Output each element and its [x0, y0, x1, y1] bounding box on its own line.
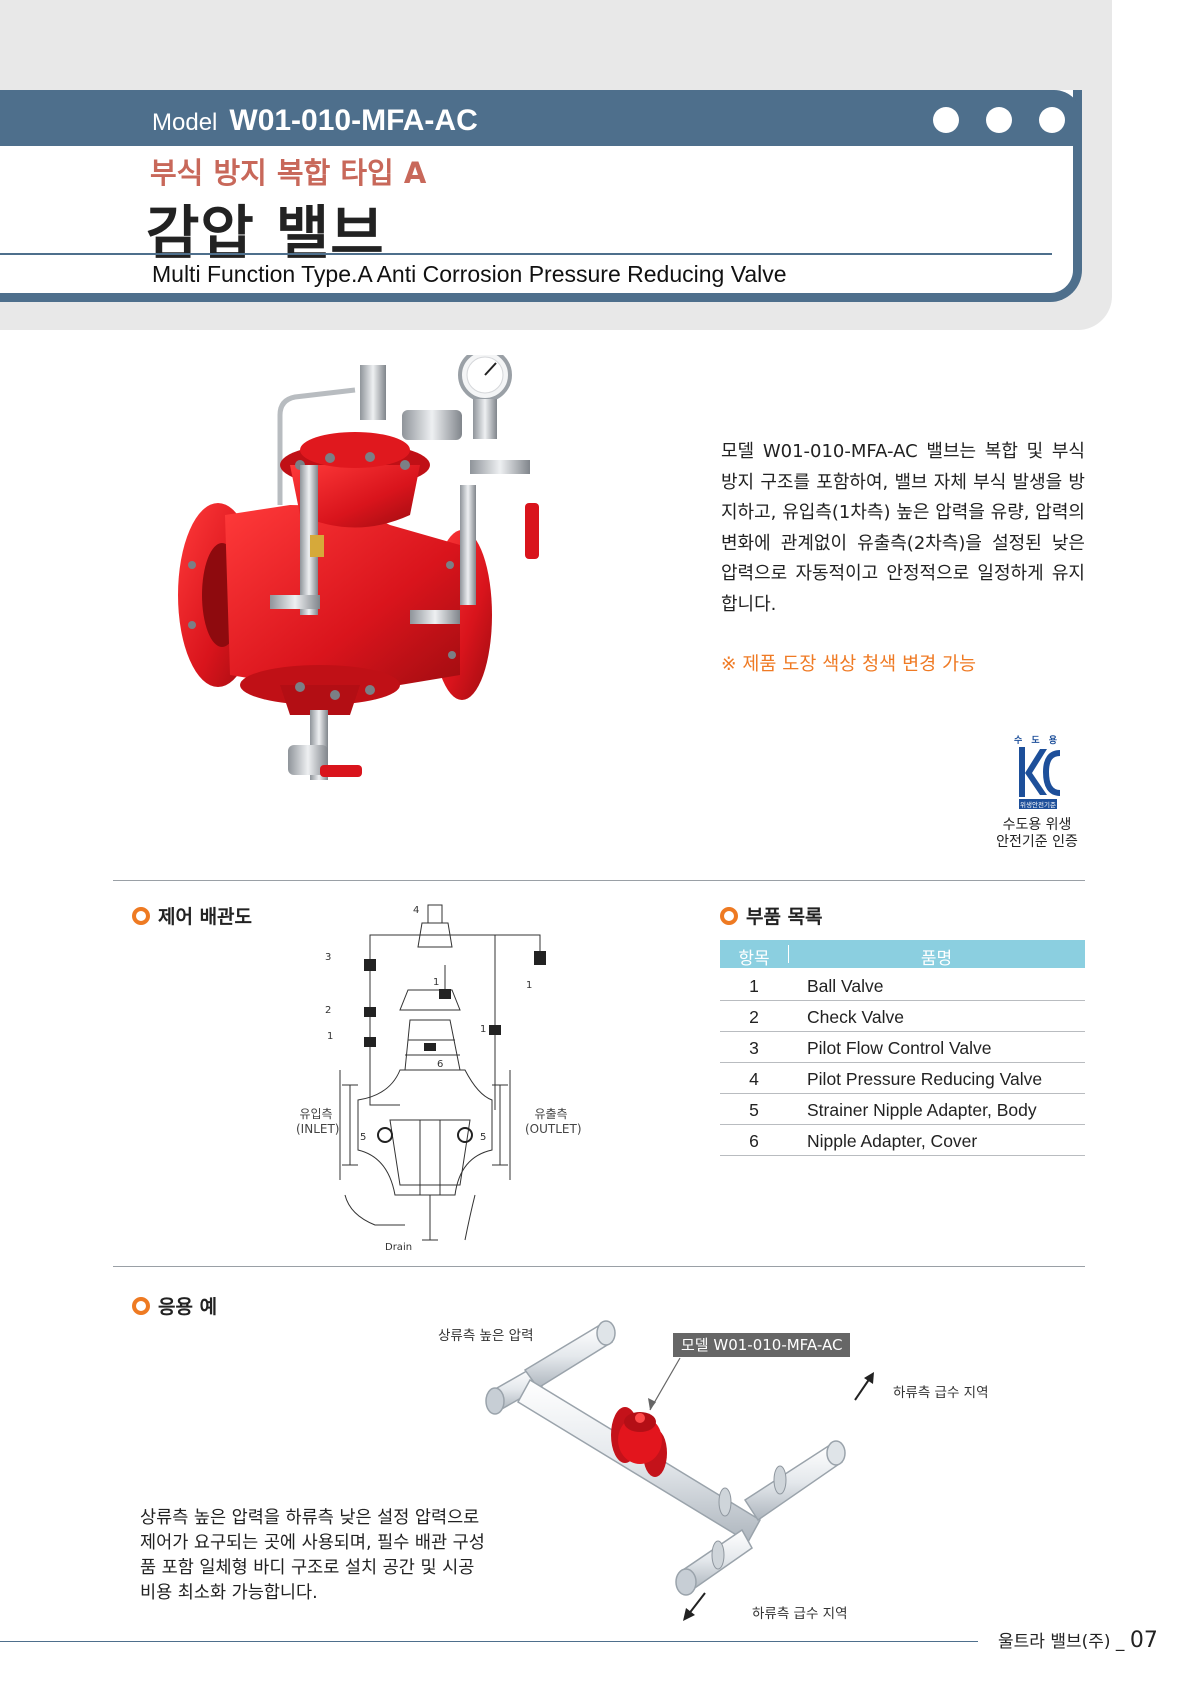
model-label: Model [152, 109, 218, 136]
product-description: 모델 W01-010-MFA-AC 밸브는 복합 및 부식 방지 구조를 포함하… [721, 441, 1085, 615]
table-row: 4 Pilot Pressure Reducing Valve [720, 1062, 1085, 1094]
model-line: Model W01-010-MFA-AC [152, 104, 478, 138]
header-dot-3 [1039, 107, 1065, 133]
header-band [0, 90, 1082, 146]
downstream-label-bottom: 하류측 급수 지역 [752, 1606, 848, 1622]
page-title: 감압 밸브 [146, 199, 385, 267]
drain-label: Drain [385, 1242, 412, 1253]
inlet-label-en: (INLET) [296, 1122, 340, 1136]
inlet-label-ko: 유입측 [299, 1107, 333, 1121]
application-title: 응용 예 [158, 1296, 218, 1318]
kc-caption-line2: 안전기준 인증 [996, 834, 1078, 850]
section-bullet-icon [720, 907, 738, 925]
outlet-label: 유출측 (OUTLET) [525, 1105, 582, 1136]
col-header-item: 항목 [738, 949, 770, 969]
table-row: 2 Check Valve [720, 1000, 1085, 1032]
row-name: Check Valve [807, 1007, 904, 1027]
col-header-name: 품명 [920, 949, 953, 969]
row-number: 5 [749, 1100, 759, 1120]
row-number: 2 [749, 1007, 759, 1027]
row-name: Pilot Flow Control Valve [807, 1038, 992, 1058]
row-number: 6 [749, 1131, 759, 1151]
footer: 울트라 밸브(주) _ 07 [998, 1627, 1158, 1653]
application-heading: 응용 예 [132, 1292, 217, 1319]
diagram-label-6: 6 [437, 1059, 443, 1070]
title-en: Multi Function Type.A Anti Corrosion Pre… [152, 261, 787, 287]
diagram-label-4: 4 [413, 905, 419, 916]
row-name: Strainer Nipple Adapter, Body [807, 1100, 1037, 1120]
diagram-label-5a: 5 [360, 1132, 366, 1143]
diagram-label-3: 3 [325, 952, 331, 963]
control-diagram-heading: 제어 배관도 [132, 902, 252, 929]
parts-table-header: 항목 품명 [720, 940, 1085, 969]
model-number: W01-010-MFA-AC [229, 104, 478, 137]
footer-company: 울트라 밸브(주) _ [998, 1632, 1130, 1652]
control-piping-diagram: 3 2 1 4 1 1 1 6 5 5 Drain [325, 904, 546, 1253]
kc-mark-icon: 수 도 용 위생안전기준 [1014, 735, 1061, 809]
kc-caption: 수도용 위생 안전기준 인증 [990, 817, 1084, 851]
row-number: 1 [749, 976, 759, 996]
kc-caption-line1: 수도용 위생 [1002, 817, 1072, 833]
parts-list-heading: 부품 목록 [720, 902, 823, 929]
kc-certification-mark: 수 도 용 위생안전기준 [990, 733, 1084, 851]
row-number: 4 [749, 1069, 759, 1089]
control-diagram-title: 제어 배관도 [158, 906, 253, 928]
section-divider-1 [113, 880, 1085, 881]
table-row: 5 Strainer Nipple Adapter, Body [720, 1093, 1085, 1125]
kc-mark-top-text: 수 도 용 [1014, 735, 1060, 746]
model-badge: 모델 W01-010-MFA-AC [673, 1333, 851, 1357]
outlet-label-ko: 유출측 [534, 1107, 568, 1121]
diagram-label-2: 2 [325, 1005, 331, 1016]
table-row: 3 Pilot Flow Control Valve [720, 1031, 1085, 1063]
row-name: Nipple Adapter, Cover [807, 1131, 978, 1151]
diagram-label-1c: 1 [526, 980, 532, 991]
footer-rule [0, 1641, 978, 1642]
row-number: 3 [749, 1038, 759, 1058]
row-name: Ball Valve [807, 976, 884, 996]
table-row: 6 Nipple Adapter, Cover [720, 1124, 1085, 1156]
diagram-label-1d: 1 [480, 1024, 486, 1035]
application-description: 상류측 높은 압력을 하류측 낮은 설정 압력으로 제어가 요구되는 곳에 사용… [140, 1508, 485, 1603]
inlet-label: 유입측 (INLET) [296, 1105, 340, 1136]
diagram-label-1b: 1 [433, 977, 439, 988]
parts-list-title: 부품 목록 [746, 906, 823, 928]
subtitle-ko: 부식 방지 복합 타입 A [150, 156, 427, 190]
section-divider-2 [113, 1266, 1085, 1267]
diagram-label-1a: 1 [327, 1031, 333, 1042]
page-number: 07 [1129, 1628, 1158, 1653]
header-dot-1 [933, 107, 959, 133]
section-bullet-icon [132, 907, 150, 925]
header-rule [0, 253, 1052, 255]
kc-mark-bottom-text: 위생안전기준 [1020, 800, 1056, 809]
table-row: 1 Ball Valve [720, 969, 1085, 1001]
upstream-label: 상류측 높은 압력 [438, 1328, 534, 1344]
color-change-note: ※ 제품 도장 색상 청색 변경 가능 [721, 654, 977, 675]
downstream-label-top: 하류측 급수 지역 [893, 1385, 989, 1401]
diagram-label-5b: 5 [480, 1132, 486, 1143]
section-bullet-icon [132, 1297, 150, 1315]
valve-product-image [178, 355, 539, 780]
application-piping-illustration [485, 1320, 874, 1621]
header-dot-2 [986, 107, 1012, 133]
row-name: Pilot Pressure Reducing Valve [807, 1069, 1043, 1089]
outlet-label-en: (OUTLET) [525, 1122, 582, 1136]
header-divider [788, 945, 789, 963]
